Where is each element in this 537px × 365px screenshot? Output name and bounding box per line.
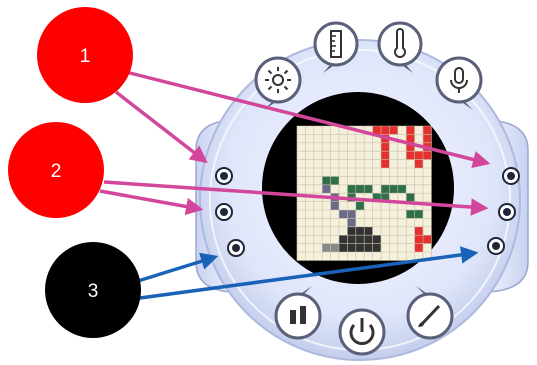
matrix-pixel xyxy=(406,134,415,143)
matrix-pixel xyxy=(381,142,390,152)
matrix-pixel xyxy=(347,226,356,236)
matrix-pixel xyxy=(381,159,390,168)
light-sensor-icon[interactable] xyxy=(254,56,302,110)
callout-1-arrows xyxy=(114,70,491,169)
matrix-pixel xyxy=(389,126,398,135)
matrix-pixel xyxy=(372,126,381,135)
matrix-pixel xyxy=(355,184,365,194)
matrix-pixel xyxy=(397,184,407,194)
matrix-pixel xyxy=(372,243,381,252)
matrix-pixel xyxy=(423,151,432,160)
paintbrush-icon[interactable] xyxy=(406,286,454,340)
matrix-pixel xyxy=(381,184,390,194)
matrix-pixel xyxy=(347,243,356,252)
ruler-icon[interactable] xyxy=(313,21,359,73)
matrix-pixel xyxy=(330,176,339,185)
callout-1: 1 xyxy=(37,7,133,103)
matrix-pixel xyxy=(322,184,331,194)
callout-2-label: 2 xyxy=(51,161,62,182)
matrix-pixel xyxy=(347,218,356,227)
thermometer-icon[interactable] xyxy=(377,21,423,73)
matrix-pixel xyxy=(355,235,365,244)
matrix-pixel xyxy=(364,226,373,236)
matrix-pixel xyxy=(322,176,331,185)
matrix-pixel xyxy=(355,243,365,252)
matrix-pixel xyxy=(414,243,423,252)
matrix-pixel xyxy=(406,126,415,135)
matrix-pixel xyxy=(355,226,365,236)
matrix-pixel xyxy=(423,134,432,143)
matrix-pixel xyxy=(423,126,432,135)
callout-3-arrows xyxy=(137,246,479,300)
matrix-pixel xyxy=(414,151,423,160)
callout-3: 3 xyxy=(45,242,141,338)
microphone-icon[interactable] xyxy=(435,56,483,110)
arrow-3-to-left-button xyxy=(137,252,219,283)
matrix-pixel xyxy=(406,210,415,219)
matrix-pixel xyxy=(381,126,390,135)
matrix-pixel xyxy=(372,193,381,202)
left-button-3[interactable] xyxy=(227,239,245,257)
matrix-pixel xyxy=(339,210,348,219)
arrow-1-to-left-button xyxy=(114,90,208,164)
matrix-pixel xyxy=(347,210,356,219)
arrow-3-to-right-button xyxy=(139,246,479,300)
matrix-pixel xyxy=(330,243,339,252)
matrix-pixel xyxy=(347,235,356,244)
matrix-pixel xyxy=(414,226,423,236)
matrix-pixel xyxy=(406,142,415,152)
arrow-1-to-right-button xyxy=(125,70,491,169)
matrix-pixel xyxy=(414,235,423,244)
matrix-pixel xyxy=(339,243,348,252)
matrix-pixel xyxy=(364,243,373,252)
right-button-3[interactable] xyxy=(487,237,505,255)
callout-3-label: 3 xyxy=(88,281,99,302)
matrix-pixel xyxy=(414,210,423,219)
matrix-pixel xyxy=(322,243,331,252)
matrix-pixel xyxy=(339,235,348,244)
matrix-pixel xyxy=(406,151,415,160)
led-matrix-display xyxy=(296,125,432,261)
arrow-2-to-right-button xyxy=(103,180,489,216)
left-button-2[interactable] xyxy=(215,203,233,221)
matrix-pixel xyxy=(406,193,415,202)
matrix-pixel xyxy=(423,235,432,244)
matrix-pixel xyxy=(414,159,423,168)
callout-2: 2 xyxy=(8,122,104,218)
left-button-1[interactable] xyxy=(215,167,233,185)
callout-2-arrows xyxy=(99,180,489,216)
matrix-pixel xyxy=(372,235,381,244)
chart-icon[interactable] xyxy=(274,286,322,340)
matrix-pixel xyxy=(389,184,398,194)
matrix-pixel xyxy=(355,201,365,210)
matrix-pixel xyxy=(364,184,373,194)
right-button-2[interactable] xyxy=(498,203,516,221)
matrix-pixel xyxy=(381,193,390,202)
matrix-pixel xyxy=(347,184,356,194)
arrow-2-to-left-button xyxy=(99,189,204,216)
matrix-pixel xyxy=(330,201,339,210)
power-icon[interactable] xyxy=(338,308,386,356)
matrix-pixel xyxy=(381,151,390,160)
matrix-pixel xyxy=(364,235,373,244)
right-button-1[interactable] xyxy=(502,167,520,185)
callout-1-label: 1 xyxy=(80,46,91,67)
